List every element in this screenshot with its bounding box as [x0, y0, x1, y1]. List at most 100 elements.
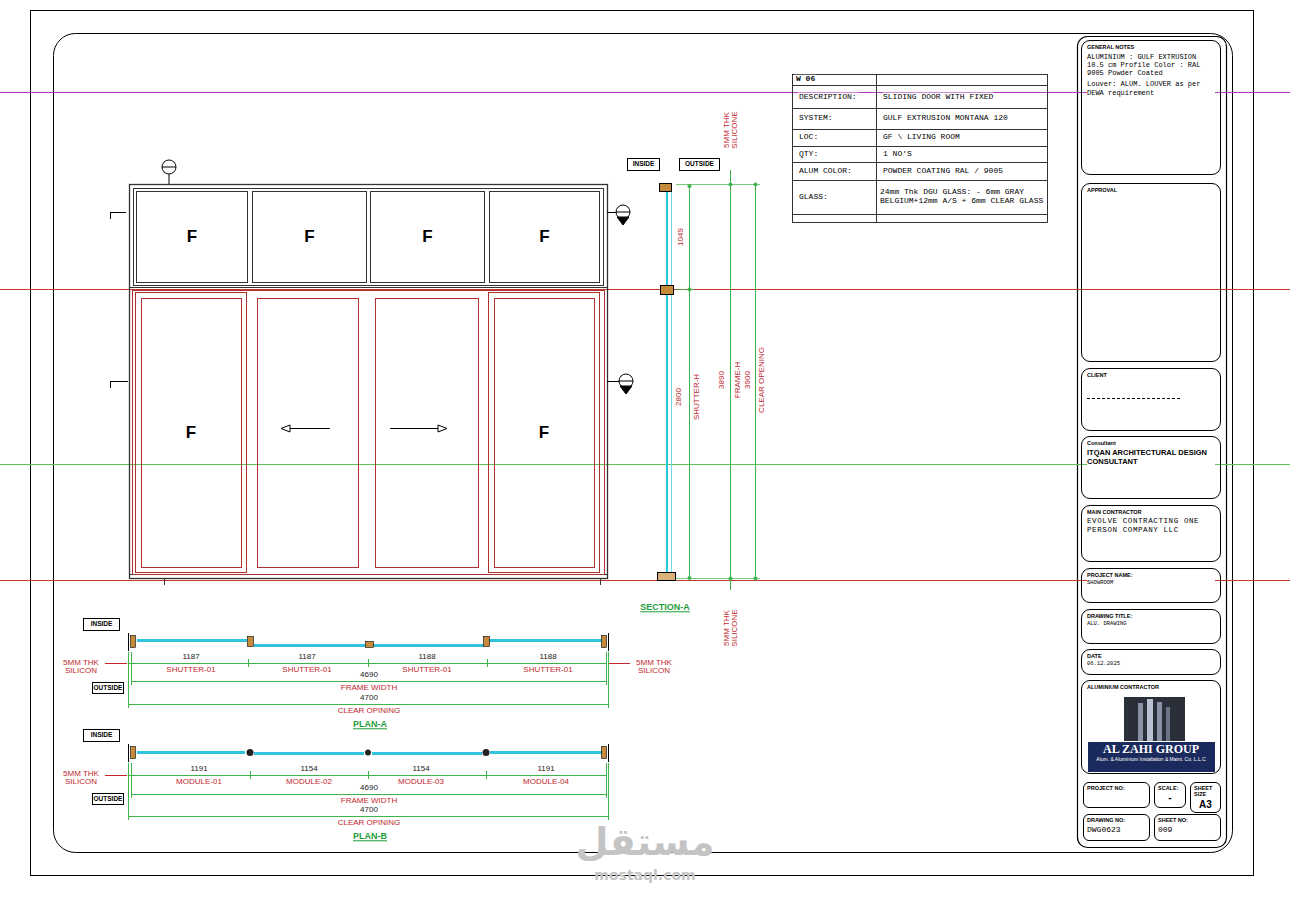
node-text: 009 — [1158, 825, 1217, 835]
client-line — [1087, 398, 1180, 399]
company-logo — [1166, 707, 1170, 741]
schedule-table — [792, 162, 1047, 163]
fixed-panel: F — [489, 191, 600, 283]
plan-a-dimension — [487, 659, 488, 667]
dimension-text: SHUTTER-01 — [522, 666, 573, 674]
dimension-value: 4690 — [359, 671, 379, 679]
elevation-frame — [129, 185, 608, 586]
dimension-value: 1187 — [297, 653, 316, 661]
node-text: MAIN CONTRACTOR — [1087, 509, 1215, 515]
contractor-panel: MAIN CONTRACTOR EVOLVE CONTRACTING ONE PE… — [1081, 505, 1221, 562]
schedule-table — [792, 214, 1047, 215]
sliding-arrow — [281, 425, 290, 432]
plan-b-glass — [608, 744, 609, 762]
dimension-value: 4700 — [359, 806, 379, 814]
plan-b-glass — [247, 749, 254, 756]
node-text: F — [539, 227, 549, 247]
watermark: mostaql.com — [593, 868, 696, 883]
dimension-value: 1191 — [536, 765, 555, 773]
dimension-value: 4700 — [359, 694, 379, 702]
schedule-table — [792, 74, 1048, 223]
plan-a-glass — [128, 633, 129, 651]
plan-b-glass — [137, 751, 245, 754]
dimension-line — [730, 170, 731, 590]
plan-a-glass — [484, 637, 490, 647]
node-text: SCALE: — [1158, 785, 1182, 791]
plan-b-dimension — [105, 775, 127, 776]
dimension-text: CLEAR OPINING — [337, 819, 402, 827]
sheet-border — [31, 11, 1254, 876]
side-tag: INSIDE — [83, 729, 120, 742]
section-marker — [619, 381, 633, 382]
dimension-text: 5MM THK SILICON — [58, 770, 104, 787]
dimension-line — [754, 183, 757, 186]
node-text: AL ZAHI GROUP — [1082, 743, 1220, 756]
plan-b-glass — [602, 747, 607, 759]
node-text: OUTSIDE — [94, 796, 123, 803]
node-text: SHEET SIZE — [1194, 785, 1217, 798]
schedule-table — [793, 75, 1048, 223]
company-logo — [1147, 699, 1153, 741]
node-text: APPROVAL — [1087, 187, 1215, 193]
plan-a-glass — [372, 644, 484, 647]
plan-b-dimension — [486, 771, 487, 779]
plan-b-dimension — [128, 816, 608, 817]
plan-b-dimension — [131, 763, 132, 798]
node-text: F — [422, 227, 432, 247]
sliding-panel-lines — [258, 299, 359, 568]
dimension-value: 1191 — [189, 765, 208, 773]
dimension-text: SHUTTER-01 — [281, 666, 332, 674]
elevation-frame — [164, 578, 165, 585]
dimension-text: 2800 — [675, 387, 683, 407]
sliding-panel-lines — [133, 291, 605, 575]
plan-a-dimension — [105, 663, 127, 664]
section-marker — [607, 381, 619, 382]
watermark: مستقل — [575, 823, 716, 863]
schedule-table — [792, 146, 1047, 147]
plan-a-dimension — [368, 659, 369, 667]
node-text: EVOLVE CONTRACTING ONE PERSON COMPANY LL… — [1087, 517, 1215, 535]
schedule-table — [792, 180, 1047, 181]
plan-b-dimension — [128, 775, 607, 776]
plan-a-dimension — [128, 663, 607, 664]
dimension-text: SHUTTER-01 — [165, 666, 216, 674]
node-text: GENERAL NOTES — [1087, 44, 1215, 50]
dimension-line — [754, 577, 757, 580]
section-marker — [607, 212, 616, 213]
node-text: 06.12.2025 — [1087, 661, 1215, 668]
sliding-panel-lines — [133, 291, 605, 575]
node-text: Consultant — [1087, 440, 1215, 446]
info-cell: SHEET NO: 009 — [1154, 814, 1221, 841]
section-marker — [162, 167, 176, 168]
side-tag: OUTSIDE — [679, 158, 720, 171]
dimension-text: 5MM THK SILICON — [631, 659, 677, 676]
node-text: INSIDE — [91, 732, 113, 739]
dimension-text: 5MM THK SILICONE — [723, 109, 740, 151]
plan-b-glass — [365, 750, 371, 756]
guide-line — [0, 93, 1290, 581]
plan-a-glass — [254, 644, 366, 647]
side-tag: INSIDE — [627, 158, 660, 171]
plan-b-dimension — [131, 794, 606, 795]
node-text: F — [187, 227, 197, 247]
dimension-line — [688, 576, 691, 579]
sheet-border — [1078, 37, 1227, 848]
plan-a-dimension — [609, 663, 630, 664]
plan-a-dimension — [128, 652, 129, 708]
node-text: INSIDE — [633, 161, 655, 168]
plan-a-glass — [131, 636, 136, 648]
dimension-value: 1188 — [538, 653, 557, 661]
sliding-panel-lines — [142, 299, 242, 568]
plan-a-dimension — [128, 704, 608, 705]
info-cell: SCALE:- — [1154, 782, 1186, 808]
table-cell: 24mm Thk DGU GLASS: - 6mm GRAY BELGIUM+1… — [879, 188, 1047, 206]
logo-panel: ALUMINIUM CONTRACTORAL ZAHI GROUPAlum. &… — [1081, 680, 1221, 774]
table-heading: W 06 — [795, 75, 816, 83]
section-marker — [110, 160, 633, 394]
dimension-text: FRAME WIDTH — [340, 684, 398, 692]
company-logo — [1138, 703, 1143, 741]
node-text: SHEET NO: — [1158, 817, 1217, 823]
elevation-frame — [129, 287, 607, 288]
side-tag: INSIDE — [83, 618, 120, 631]
schedule-table — [792, 129, 1047, 130]
